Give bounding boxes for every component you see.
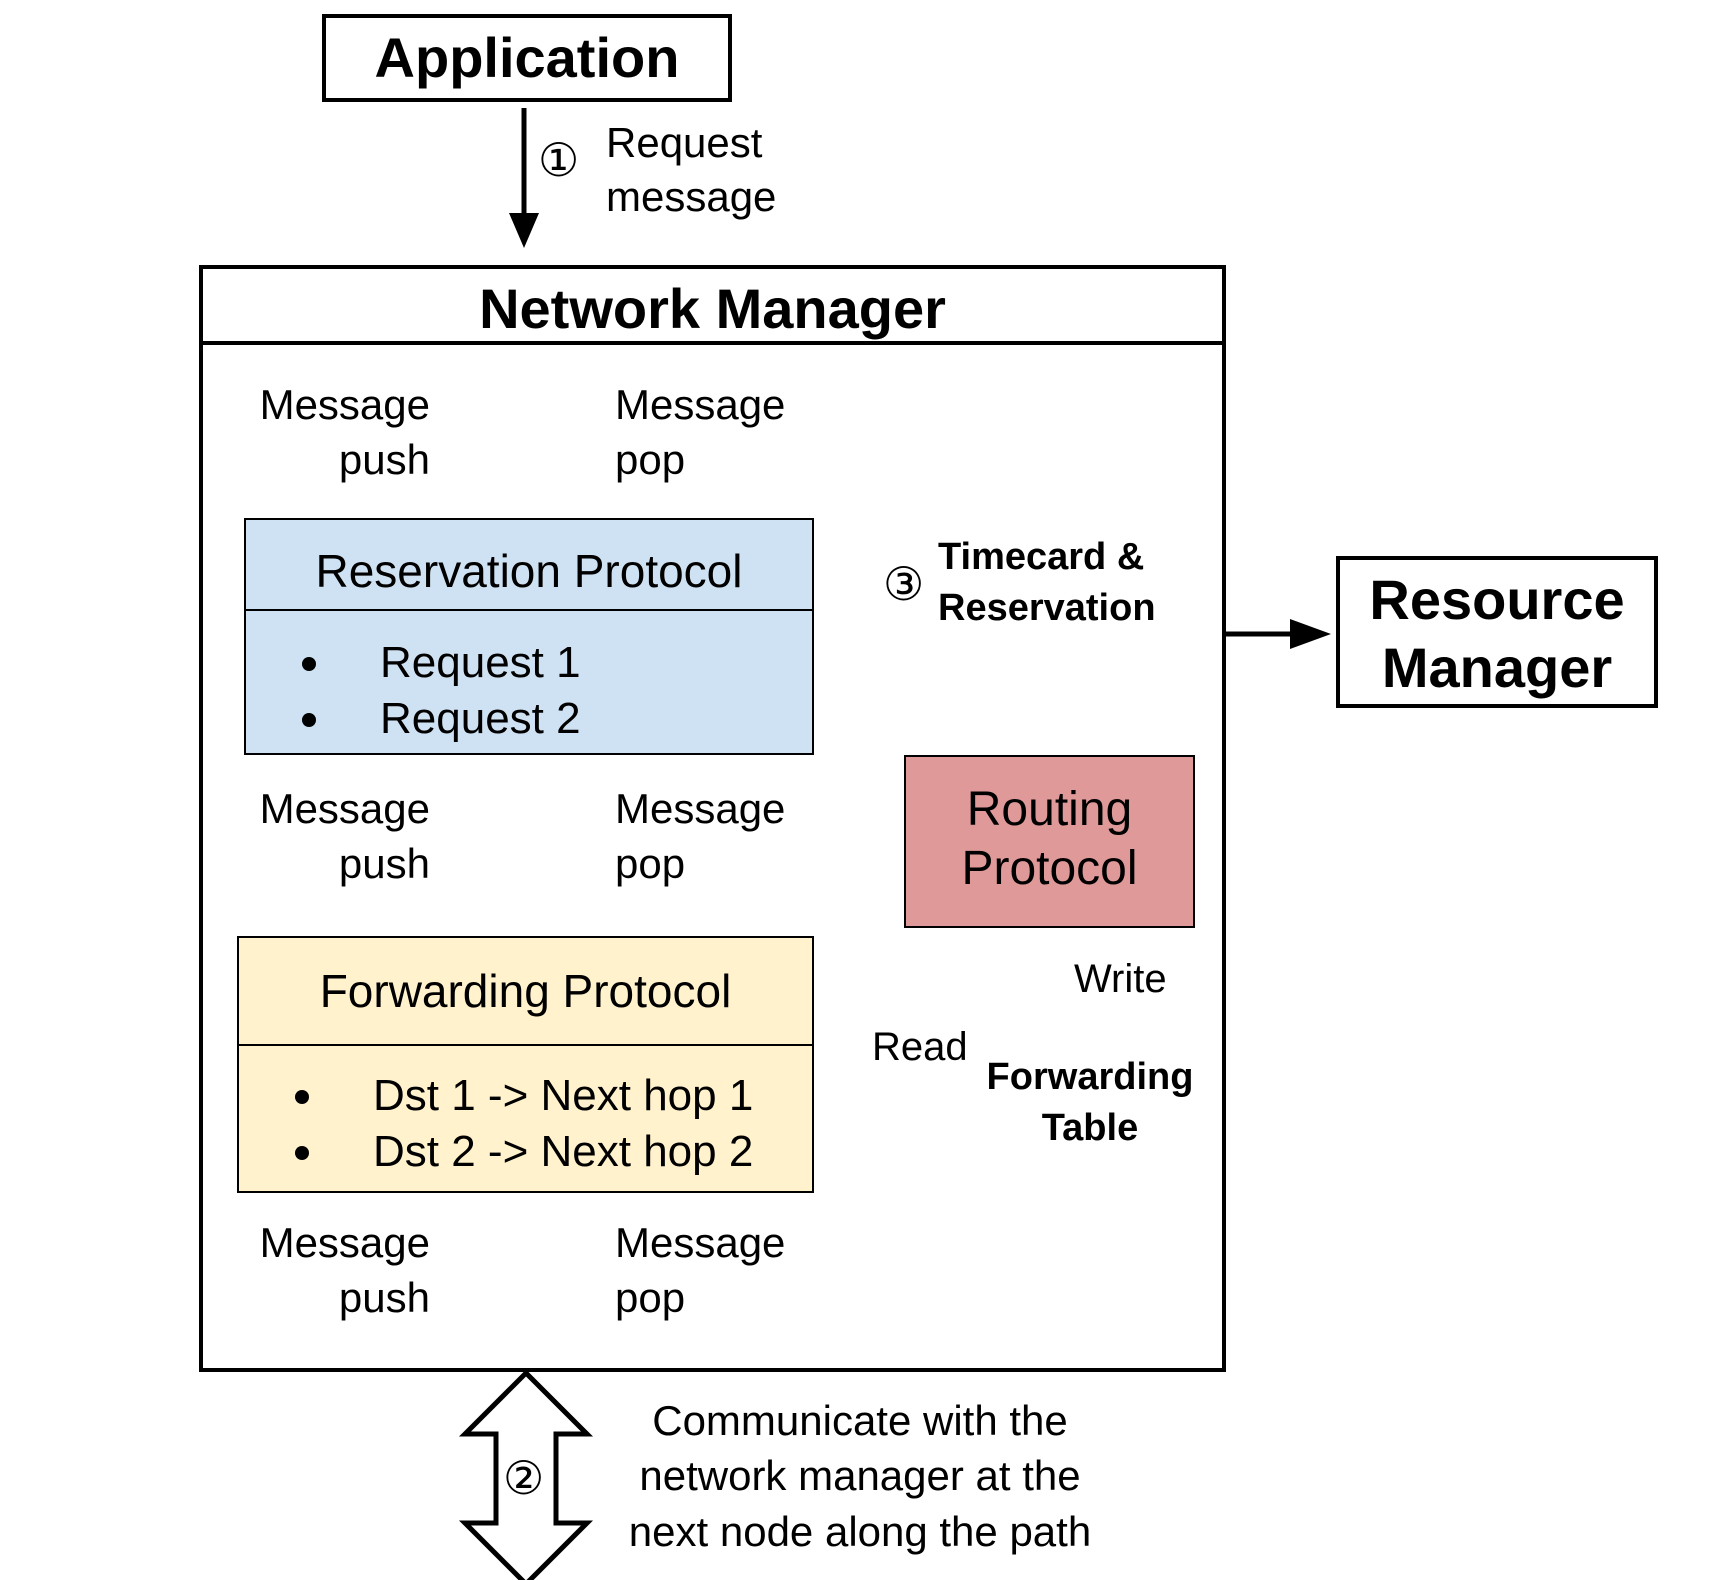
forwarding-protocol-title: Forwarding Protocol: [319, 965, 732, 1017]
timecard-reservation-label-2: Reservation: [938, 587, 1156, 629]
message-pop-label: Message pop: [615, 380, 785, 486]
forwarding-table-label-line2: Table: [1041, 1106, 1139, 1149]
reservation-protocol-title: Reservation Protocol: [315, 545, 743, 597]
request-arrow: [509, 108, 539, 248]
routing-protocol-label-1: Routing: [966, 783, 1133, 836]
forwarding-table-list: Dst 1 -> Next hop 1 Dst 2 -> Next hop 2: [239, 1068, 753, 1180]
step3-marker: ③: [883, 558, 925, 610]
message-pop-label: Message pop: [615, 1218, 785, 1324]
message-pop-label-line1: Message: [615, 381, 786, 428]
list-item: Request 2: [246, 691, 581, 747]
message-push-label-line2: push: [338, 1274, 430, 1322]
write-label: Write: [1074, 957, 1167, 1001]
network-manager-title: Network Manager: [479, 277, 946, 340]
message-pop-label-line2: pop: [615, 436, 686, 484]
reservation-request-list: Request 1 Request 2: [246, 635, 581, 747]
message-push-label: Message push: [230, 784, 430, 890]
timecard-reservation-label-1: Timecard &: [938, 536, 1145, 578]
message-push-label-line2: push: [338, 436, 430, 484]
read-label: Read: [872, 1025, 968, 1069]
communicate-label-line2: network manager at the: [639, 1452, 1081, 1500]
message-pop-label-line2: pop: [615, 1274, 686, 1322]
step1-marker: ①: [538, 134, 580, 186]
list-item: Request 1: [246, 635, 581, 691]
routing-protocol-label-2: Protocol: [961, 842, 1138, 895]
step2-marker: ②: [503, 1452, 545, 1504]
message-push-label: Message push: [230, 380, 430, 486]
network-manager-header: Network Manager: [203, 269, 1222, 345]
reservation-protocol-box: Reservation Protocol Request 1 Request 2: [244, 518, 814, 755]
forwarding-divider: [239, 1044, 812, 1046]
forwarding-table-label: Forwarding Table: [965, 1055, 1215, 1151]
list-item: Dst 1 -> Next hop 1: [239, 1068, 753, 1124]
forwarding-table-label-line1: Forwarding: [986, 1056, 1194, 1098]
communicate-label-line1: Communicate with the: [652, 1397, 1068, 1444]
message-pop-label-line1: Message: [615, 1219, 786, 1266]
message-push-label: Message push: [230, 1218, 430, 1324]
message-pop-label-line1: Message: [615, 785, 786, 832]
communicate-double-arrow: [458, 1369, 594, 1580]
reservation-divider: [246, 609, 812, 611]
message-push-label-line1: Message: [259, 381, 430, 428]
request-message-label-1: Request: [606, 119, 763, 166]
message-push-label-line1: Message: [259, 1219, 430, 1266]
forwarding-protocol-box: Forwarding Protocol Dst 1 -> Next hop 1 …: [237, 936, 814, 1193]
resource-manager-label-1: Resource: [1369, 568, 1625, 631]
list-item: Dst 2 -> Next hop 2: [239, 1124, 753, 1180]
message-pop-label: Message pop: [615, 784, 785, 890]
message-pop-label-line2: pop: [615, 840, 686, 888]
application-label: Application: [374, 26, 680, 89]
resource-manager-label-2: Manager: [1381, 636, 1613, 699]
communicate-label: Communicate with the network manager at …: [590, 1396, 1130, 1557]
message-push-label-line1: Message: [259, 785, 430, 832]
message-push-label-line2: push: [338, 840, 430, 888]
request-message-label-2: message: [606, 173, 777, 220]
routing-protocol-box: Routing Protocol: [904, 755, 1195, 928]
resource-manager-box: Resource Manager: [1336, 556, 1658, 708]
communicate-label-line3: next node along the path: [628, 1507, 1092, 1555]
application-box: Application: [322, 14, 732, 102]
